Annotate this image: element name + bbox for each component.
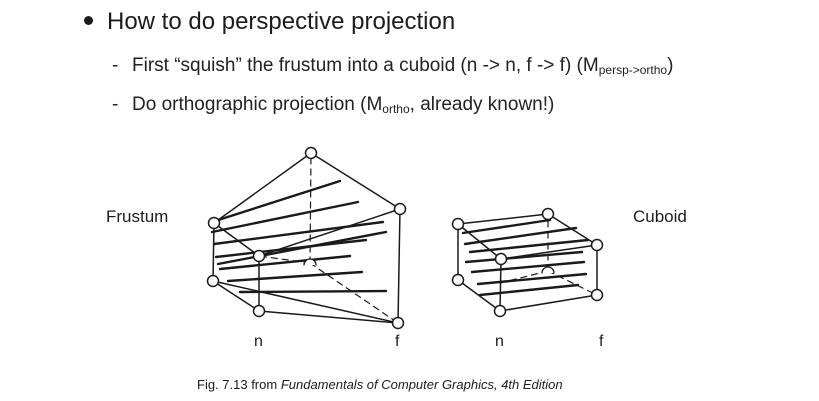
frustum-hatch-lines <box>210 179 388 294</box>
cuboid-figure <box>451 207 604 318</box>
cuboid-near-label: n <box>495 333 504 350</box>
sub-bullet-suffix: ) <box>667 55 674 76</box>
dash-icon: - <box>112 94 119 115</box>
caption-book-title: Fundamentals of Computer Graphics, 4th E… <box>280 377 563 392</box>
caption-prefix: Fig. 7.13 from <box>197 377 281 392</box>
sub-bullet-squish: -First “squish” the frustum into a cuboi… <box>112 55 673 77</box>
cuboid-far-label: f <box>599 333 604 350</box>
matrix-subscript: ortho <box>382 102 410 116</box>
cuboid-vertices <box>451 207 604 318</box>
sub-bullet-suffix: , already known!) <box>409 94 555 115</box>
frustum-outline <box>212 152 401 324</box>
dash-icon: - <box>112 55 119 76</box>
cuboid-hatch-lines <box>461 218 590 297</box>
sub-bullet-text: Do orthographic projection (M <box>132 94 383 115</box>
figure-caption: Fig. 7.13 from Fundamentals of Computer … <box>197 377 563 392</box>
frustum-figure <box>206 146 407 330</box>
frustum-near-label: n <box>254 333 263 350</box>
frustum-far-label: f <box>395 333 400 350</box>
cuboid-outline <box>457 213 598 312</box>
sub-bullet-ortho: -Do orthographic projection (Mortho, alr… <box>112 94 554 116</box>
frustum-vertices <box>206 146 407 330</box>
main-bullet: How to do perspective projection <box>84 8 455 36</box>
frustum-hidden-edges <box>258 152 399 324</box>
bullet-dot-icon <box>84 16 93 26</box>
cuboid-label: Cuboid <box>633 207 687 226</box>
heading-text: How to do perspective projection <box>107 8 456 35</box>
sub-bullet-text: First “squish” the frustum into a cuboid… <box>132 55 599 76</box>
matrix-subscript: persp->ortho <box>598 63 668 77</box>
frustum-label: Frustum <box>106 207 169 226</box>
